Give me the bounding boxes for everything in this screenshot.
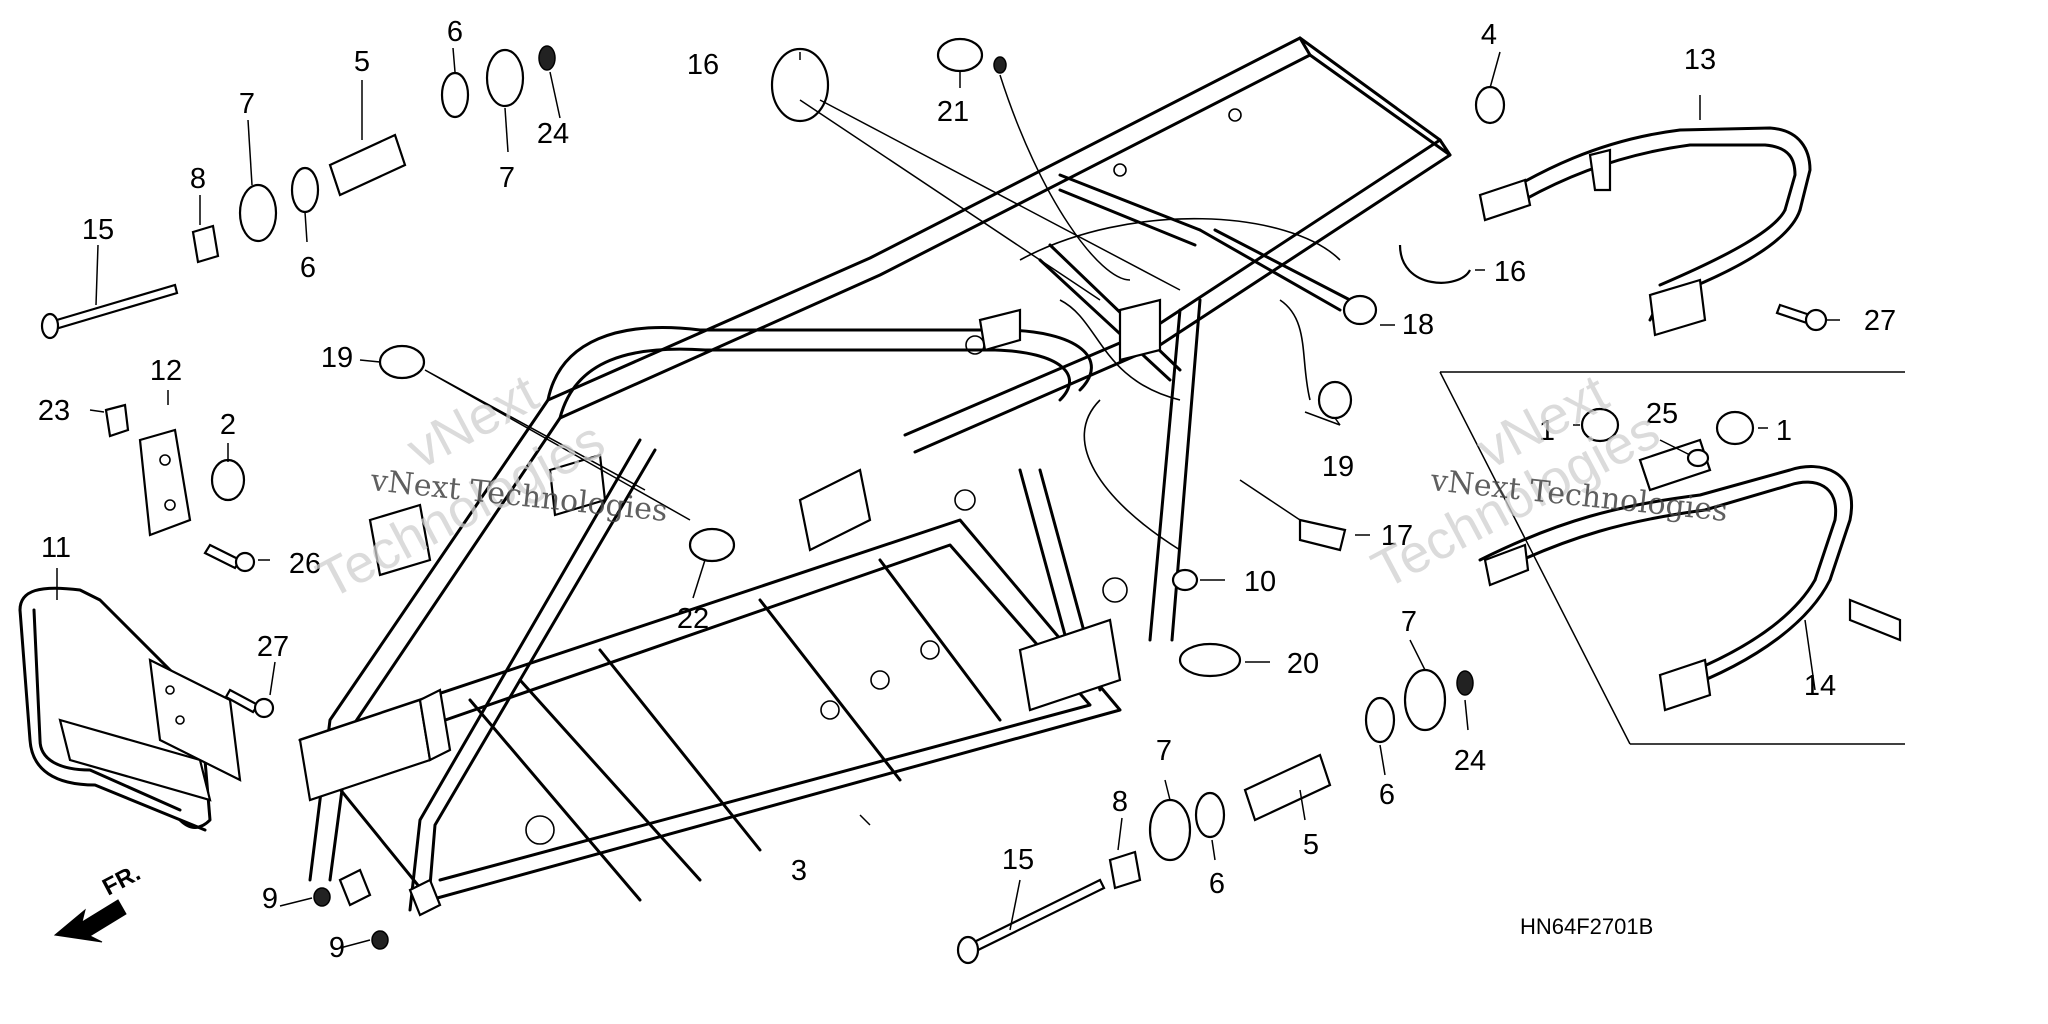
front-label: FR. <box>98 859 145 901</box>
washer-25 <box>1686 448 1710 468</box>
callout-19: 19 <box>321 342 353 374</box>
grommet-2 <box>210 458 246 502</box>
bolt-27-left <box>224 688 260 714</box>
upper-left-mount-hardware <box>40 45 556 340</box>
cap-nut-23 <box>104 403 130 438</box>
front-direction-marker: FR. <box>53 859 145 943</box>
main-frame-assembly <box>298 36 1452 917</box>
callout-22: 22 <box>677 603 709 635</box>
callout-3: 3 <box>791 855 807 887</box>
band-16-right <box>1398 244 1471 284</box>
callout-6: 6 <box>1209 868 1225 900</box>
callout-14: 14 <box>1804 670 1836 702</box>
callout-8: 8 <box>190 163 206 195</box>
callout-24: 24 <box>1454 745 1486 777</box>
grommet-1-left <box>1580 407 1620 443</box>
bearing-6-upper-a <box>290 166 320 214</box>
clip-18 <box>1342 294 1378 326</box>
callout-9: 9 <box>329 932 345 964</box>
clip-21 <box>936 37 984 73</box>
callout-24: 24 <box>537 118 569 150</box>
callout-5: 5 <box>1303 829 1319 861</box>
callout-4: 4 <box>1481 19 1497 51</box>
callout-23: 23 <box>38 395 70 427</box>
cap-9-upper <box>313 887 331 907</box>
front-arrow-icon <box>53 899 127 943</box>
nut-10 <box>1171 568 1199 592</box>
clip-19-left <box>378 344 426 380</box>
callout-2: 2 <box>220 409 236 441</box>
callout-27: 27 <box>257 631 289 663</box>
rubber-7-lower-a <box>1148 798 1192 862</box>
callout-27: 27 <box>1864 305 1896 337</box>
callout-6: 6 <box>447 16 463 48</box>
collar-5-upper <box>328 133 407 197</box>
callout-6: 6 <box>1379 779 1395 811</box>
bolt-15-lower <box>966 878 1106 955</box>
collar-4 <box>1474 85 1506 125</box>
cap-9-lower <box>371 930 389 950</box>
clamp-22 <box>688 527 736 563</box>
front-bumper-assembly <box>18 428 242 832</box>
rubber-7-upper-a <box>238 183 278 243</box>
callout-21: 21 <box>937 96 969 128</box>
callout-15: 15 <box>1002 844 1034 876</box>
callout-19: 19 <box>1322 451 1354 483</box>
rubber-7-lower-b <box>1403 668 1447 732</box>
bolt-15-upper <box>48 283 179 332</box>
lower-right-mount-hardware <box>956 668 1474 965</box>
callout-1: 1 <box>1539 415 1555 447</box>
bearing-6-upper-b <box>440 71 470 119</box>
callout-26: 26 <box>289 548 321 580</box>
callout-7: 7 <box>1156 735 1172 767</box>
callout-6: 6 <box>300 252 316 284</box>
callout-labels: 4 13 6 5 24 7 7 8 15 6 16 21 16 27 18 19… <box>38 16 1896 964</box>
nut-24-upper <box>538 45 556 71</box>
collar-8-lower <box>1108 850 1142 890</box>
callout-13: 13 <box>1684 44 1716 76</box>
leader-lines <box>56 47 1840 949</box>
callout-16: 16 <box>1494 256 1526 288</box>
bearing-6-lower-a <box>1194 791 1226 839</box>
clip-17 <box>1298 518 1347 552</box>
callout-11: 11 <box>41 532 71 564</box>
bolt-26 <box>203 543 242 570</box>
rear-grab-bar <box>1478 126 1812 337</box>
bearing-6-lower-b <box>1364 696 1396 744</box>
callout-16: 16 <box>687 49 719 81</box>
callout-12: 12 <box>150 355 182 387</box>
callout-18: 18 <box>1402 309 1434 341</box>
callout-8: 8 <box>1112 786 1128 818</box>
callout-5: 5 <box>354 46 370 78</box>
rubber-7-upper-b <box>485 48 525 108</box>
callout-25: 25 <box>1646 398 1678 430</box>
callout-1: 1 <box>1776 415 1792 447</box>
callout-7: 7 <box>239 88 255 120</box>
clip-19-right <box>1317 380 1353 420</box>
watermark-left: vNext Technologies vNext Technologies <box>307 363 669 611</box>
nut-24-lower <box>1456 670 1474 696</box>
callout-20: 20 <box>1287 648 1319 680</box>
collar-5-lower <box>1243 753 1332 822</box>
callout-7: 7 <box>499 162 515 194</box>
callout-7: 7 <box>1401 606 1417 638</box>
callout-17: 17 <box>1381 520 1413 552</box>
small-fasteners-and-clips <box>104 37 1828 950</box>
callout-9: 9 <box>262 883 278 915</box>
collar-8-upper <box>191 224 220 264</box>
band-16-upper <box>770 47 830 123</box>
callout-10: 10 <box>1244 566 1276 598</box>
diagram-reference-code: HN64F2701B <box>1520 914 1653 939</box>
grommet-1-right <box>1715 410 1755 446</box>
callout-15: 15 <box>82 214 114 246</box>
rear-carrier-inset <box>1439 371 1905 745</box>
clamp-20 <box>1178 642 1242 678</box>
